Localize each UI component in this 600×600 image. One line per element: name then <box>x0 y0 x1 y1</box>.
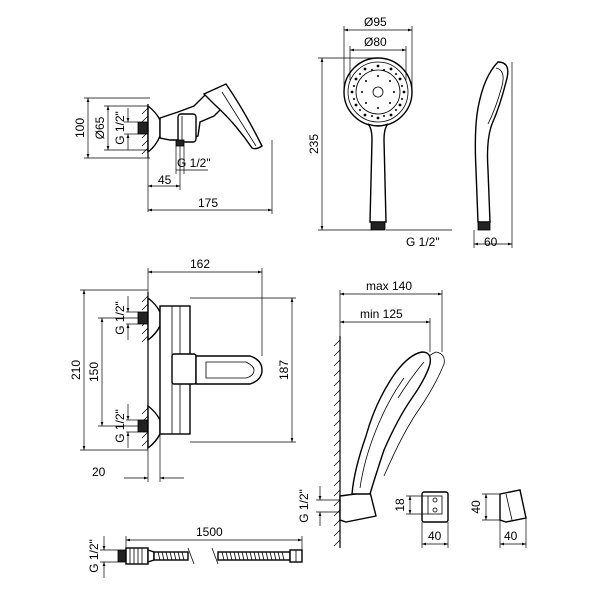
holder-side-view: 40 40 <box>469 489 527 548</box>
dim-d95-label: Ø95 <box>364 15 387 29</box>
dim-18-label: 18 <box>393 498 407 512</box>
g12-front-bottom-label: G 1/2" <box>113 409 127 443</box>
dim-60-label: 60 <box>484 235 498 249</box>
dim-d65-label: Ø65 <box>93 116 107 139</box>
dim-175-label: 175 <box>198 196 218 210</box>
min-125-label: min 125 <box>360 307 403 321</box>
dim-40-bottom-label: 40 <box>428 529 442 543</box>
hand-shower-holder-view: max 140 min 125 G 1/2" <box>297 279 445 548</box>
mixer-side-view: 100 Ø65 G 1/2" G 1/2" 45 175 <box>73 83 273 214</box>
dim-162-label: 162 <box>190 257 210 271</box>
dim-235-label: 235 <box>307 134 321 154</box>
dim-45-label: 45 <box>158 173 172 187</box>
dim-40-side-label: 40 <box>504 529 518 543</box>
g12-top-bottom-label: G 1/2" <box>177 156 211 170</box>
dim-100-label: 100 <box>73 118 87 138</box>
g12-holder-label: G 1/2" <box>297 489 311 523</box>
mixer-front-view: 162 210 150 G 1/2" G 1/2" 187 20 <box>69 257 296 482</box>
dim-20-label: 20 <box>92 465 106 479</box>
dim-40-vertical-label: 40 <box>469 500 483 514</box>
dim-210-label: 210 <box>69 360 83 380</box>
g12-handshower-label: G 1/2" <box>406 235 440 249</box>
dim-d80-label: Ø80 <box>364 35 387 49</box>
holder-front-view: 18 40 <box>393 491 449 548</box>
g12-front-top-label: G 1/2" <box>113 301 127 335</box>
max-140-label: max 140 <box>366 279 412 293</box>
g12-top-left-label: G 1/2" <box>113 111 127 145</box>
dim-187-label: 187 <box>277 360 291 380</box>
dim-150-label: 150 <box>87 362 101 382</box>
g12-hose-label: G 1/2" <box>87 539 101 573</box>
hand-shower-front-view: Ø95 Ø80 235 G 1/2" <box>307 15 452 249</box>
dim-1500-label: 1500 <box>196 525 223 539</box>
hand-shower-side-view: 60 <box>473 61 513 249</box>
shower-hose: 1500 G 1/2" <box>87 525 303 578</box>
